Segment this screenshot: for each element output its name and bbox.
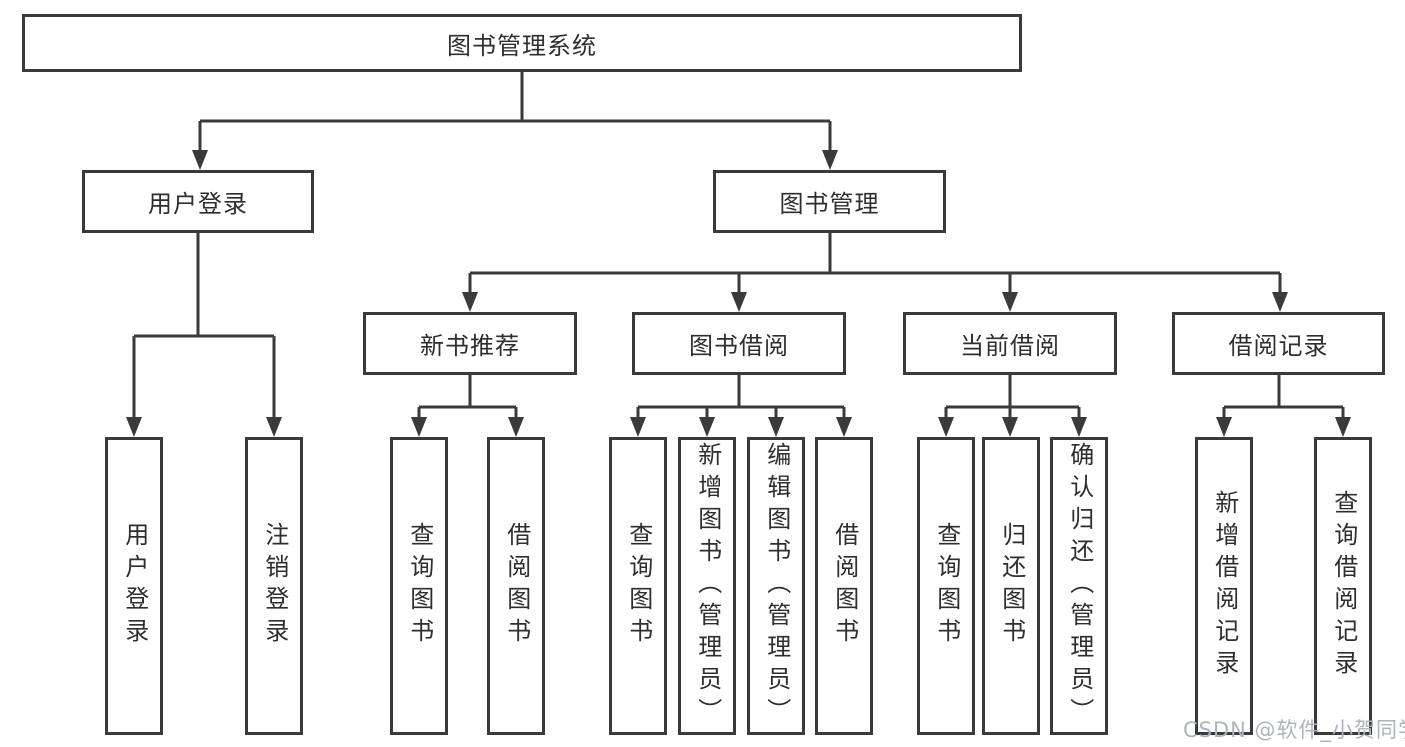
leaf-label: 借阅图书	[830, 522, 859, 650]
leaf-query-books-current: 查询图书	[917, 437, 975, 735]
leaf-label: 归还图书	[997, 522, 1026, 650]
connector-book-management-to-level3	[462, 233, 1288, 312]
node-current-borrowing: 当前借阅	[903, 312, 1117, 375]
leaf-borrow-books-borrowing: 借阅图书	[815, 437, 873, 735]
node-label: 图书借阅	[689, 332, 789, 360]
node-book-management: 图书管理	[713, 170, 946, 233]
leaf-label: 编辑图书（管理员）	[762, 442, 791, 730]
leaf-query-borrow-record: 查询借阅记录	[1314, 437, 1372, 735]
leaf-add-book-admin: 新增图书（管理员）	[678, 437, 736, 735]
leaf-label: 查询图书	[624, 522, 653, 650]
leaf-label: 查询图书	[405, 522, 434, 650]
leaf-label: 用户登录	[120, 522, 149, 650]
leaf-logout: 注销登录	[245, 437, 303, 735]
leaf-label: 借阅图书	[502, 522, 531, 650]
node-label: 借阅记录	[1228, 332, 1329, 360]
node-user-login: 用户登录	[82, 170, 314, 233]
node-label: 新书推荐	[420, 332, 520, 360]
node-label: 图书管理	[779, 190, 880, 218]
node-library-management-system: 图书管理系统	[22, 14, 1022, 72]
connector-user-login-to-leaves	[126, 233, 282, 437]
leaf-label: 注销登录	[260, 522, 289, 650]
watermark-text: CSDN @软件_小贺同学	[1183, 718, 1405, 742]
connector-current-borrowing-to-leaves	[938, 375, 1087, 437]
node-new-book-recommendation: 新书推荐	[363, 312, 577, 375]
leaf-label: 查询图书	[932, 522, 961, 650]
leaf-return-book: 归还图书	[982, 437, 1040, 735]
connector-book-borrowing-to-leaves	[630, 375, 852, 437]
leaf-edit-book-admin: 编辑图书（管理员）	[747, 437, 805, 735]
connector-root-to-level2	[192, 72, 838, 170]
node-label: 图书管理系统	[447, 31, 597, 60]
leaf-label: 新增借阅记录	[1210, 490, 1239, 682]
leaf-borrow-books-recommend: 借阅图书	[487, 437, 545, 735]
leaf-label: 确认归还（管理员）	[1065, 442, 1094, 730]
leaf-label: 查询借阅记录	[1329, 490, 1358, 682]
leaf-query-books-recommend: 查询图书	[390, 437, 448, 735]
node-label: 当前借阅	[960, 332, 1060, 360]
leaf-query-books-borrowing: 查询图书	[609, 437, 667, 735]
leaf-add-borrow-record: 新增借阅记录	[1195, 437, 1253, 735]
connector-new-book-recommendation-to-leaves	[411, 375, 524, 437]
node-label: 用户登录	[148, 190, 248, 218]
node-book-borrowing: 图书借阅	[632, 312, 846, 375]
leaf-label: 新增图书（管理员）	[693, 442, 722, 730]
leaf-user-login: 用户登录	[105, 437, 163, 735]
connector-borrowing-records-to-leaves	[1216, 375, 1351, 437]
leaf-confirm-return-admin: 确认归还（管理员）	[1050, 437, 1108, 735]
node-borrowing-records: 借阅记录	[1172, 312, 1385, 375]
